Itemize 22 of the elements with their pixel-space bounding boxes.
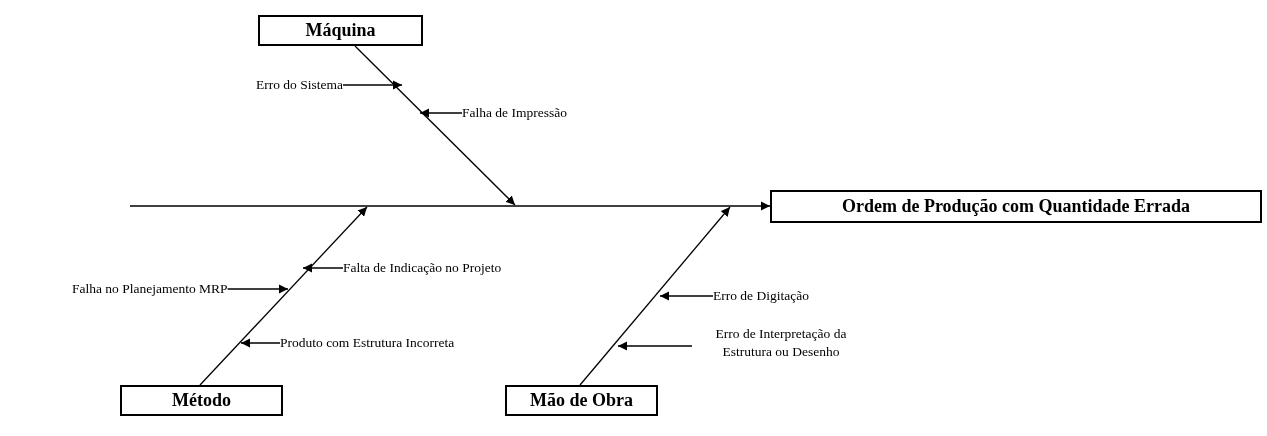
bone-arrow (199, 206, 368, 386)
cause-text: Falta de Indicação no Projeto (343, 259, 563, 277)
category-box: Máquina (258, 15, 423, 46)
cause-text: Erro de Digitação (713, 287, 853, 305)
cause-text: Produto com Estrutura Incorreta (280, 334, 455, 352)
arrow (419, 108, 463, 118)
category-box: Método (120, 385, 283, 416)
cause-text: Erro de Interpretação da Estrutura ou Desenho (692, 325, 870, 361)
arrow (240, 338, 281, 348)
arrow (659, 291, 714, 301)
arrow (302, 263, 344, 273)
effect-box: Ordem de Produção com Quantidade Errada (770, 190, 1262, 223)
spine-arrow (129, 201, 771, 211)
cause-text: Erro do Sistema (256, 76, 343, 94)
category-box: Mão de Obra (505, 385, 658, 416)
cause-text: Falha de Impressão (462, 104, 612, 122)
bone-arrow (579, 206, 731, 386)
bone-arrow (354, 45, 516, 206)
cause-text: Falha no Planejamento MRP (72, 280, 228, 298)
arrow (617, 341, 693, 351)
arrow (342, 80, 403, 90)
arrow (227, 284, 289, 294)
